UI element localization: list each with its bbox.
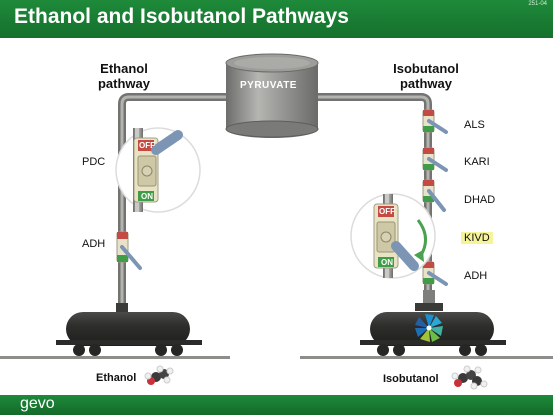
enzyme-label-dhad: DHAD: [464, 194, 496, 206]
valve-als: [422, 109, 448, 134]
pyruvate-tank: [225, 53, 319, 138]
isobutanol-heading-line2: pathway: [399, 76, 452, 91]
gevo-brand-text: gevo: [20, 395, 55, 412]
kivd-valve-zoom: [350, 193, 436, 279]
title-bar: Ethanol and Isobutanol Pathways 251-04: [0, 0, 553, 38]
kivd-on-label: ON: [381, 258, 393, 267]
valve-kari: [422, 147, 448, 172]
enzyme-label-als: ALS: [464, 119, 485, 131]
page-title: Ethanol and Isobutanol Pathways: [14, 5, 349, 28]
gevo-pinwheel-logo: [415, 314, 443, 342]
ethanol-molecule-icon: [144, 365, 174, 385]
ethanol-heading-line2: pathway: [97, 76, 150, 91]
enzyme-label-kivd: KIVD: [461, 232, 493, 244]
ethanol-pathway-heading: Ethanol pathway: [84, 61, 164, 91]
enzyme-label-isobutanol-adh: ADH: [464, 270, 488, 282]
slide-code: 251-04: [528, 1, 547, 7]
rail-tracks: [0, 356, 553, 359]
kivd-off-label: OFF: [379, 207, 395, 216]
enzyme-label-pdc: PDC: [82, 156, 106, 168]
footer-bar: gevo: [0, 395, 553, 415]
valve-ethanol-adh: [116, 231, 142, 270]
pdc-off-label: OFF: [139, 141, 155, 150]
pdc-valve-zoom: [115, 127, 201, 213]
ethanol-heading-line1: Ethanol: [100, 61, 148, 76]
pipe-network: [118, 93, 432, 312]
valve-isobutanol-adh: [422, 261, 448, 286]
valve-dhad: [422, 179, 446, 212]
isobutanol-pathway-heading: Isobutanol pathway: [376, 61, 476, 91]
pyruvate-label: PYRUVATE: [240, 80, 297, 91]
pdc-on-label: ON: [141, 192, 153, 201]
isobutanol-product-label: Isobutanol: [383, 373, 439, 385]
isobutanol-heading-line1: Isobutanol: [393, 61, 459, 76]
enzyme-label-kari: KARI: [464, 156, 490, 168]
ethanol-tank-car: [56, 303, 202, 356]
ethanol-product-label: Ethanol: [96, 372, 137, 384]
isobutanol-molecule-icon: [451, 365, 488, 390]
enzyme-label-ethanol-adh: ADH: [82, 238, 106, 250]
